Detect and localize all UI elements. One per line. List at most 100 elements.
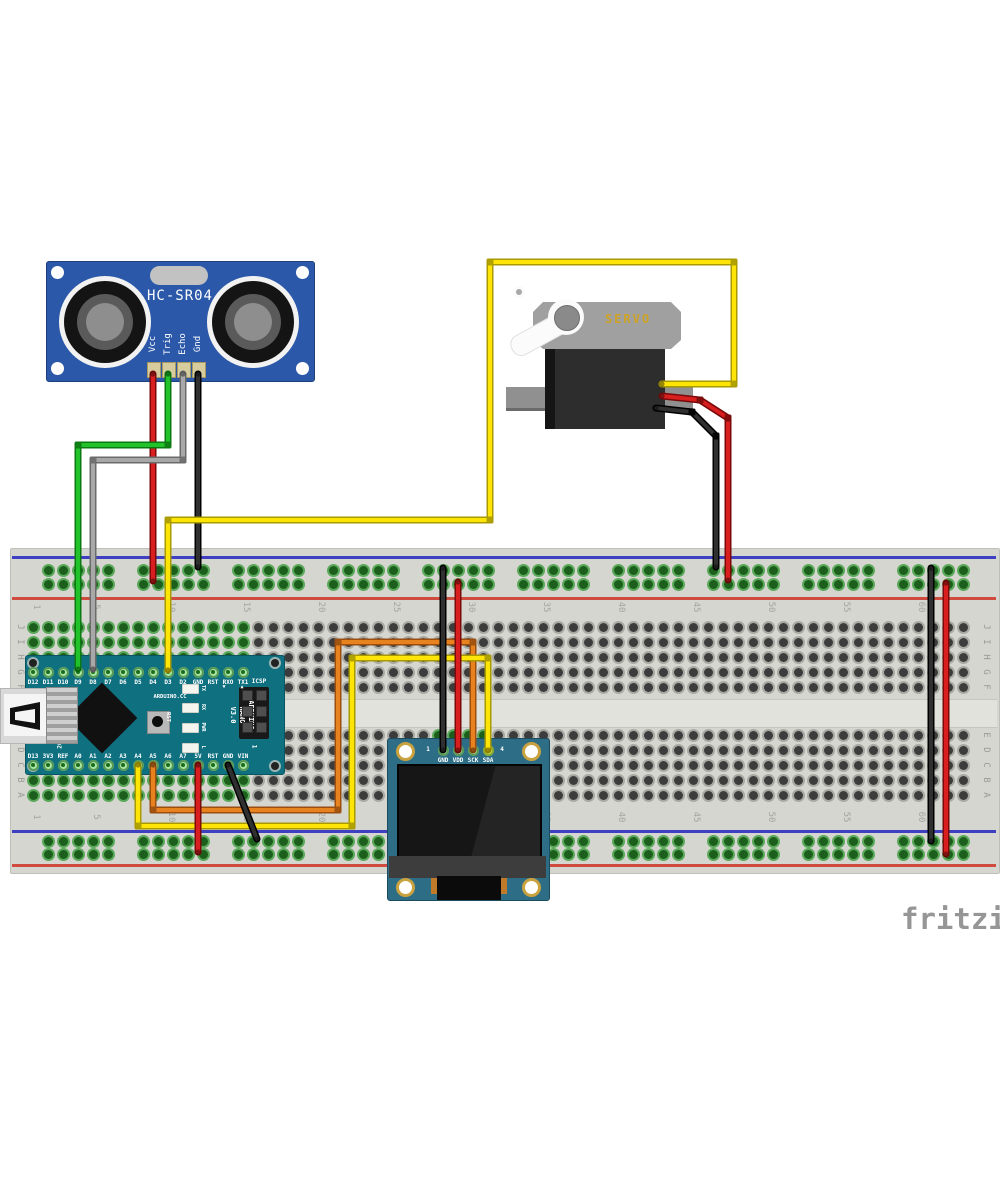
breadboard-hole	[898, 637, 908, 647]
hcsr04-mount-hole	[51, 266, 64, 279]
breadboard-hole	[823, 775, 833, 785]
oled-pin-gnd[interactable]	[437, 744, 449, 756]
breadboard-hole	[643, 790, 653, 800]
breadboard-hole	[643, 730, 653, 740]
breadboard-hole	[658, 790, 668, 800]
rail-hole	[848, 836, 858, 846]
breadboard-hole	[748, 775, 758, 785]
arduino-pin-d10[interactable]	[57, 666, 69, 678]
breadboard-hole	[808, 760, 818, 770]
rail-hole	[768, 836, 778, 846]
breadboard-hole	[658, 730, 668, 740]
oled-pin-label: VDD	[452, 757, 464, 764]
breadboard-hole	[868, 745, 878, 755]
breadboard-hole	[958, 622, 968, 632]
arduino-pin-d12[interactable]	[27, 666, 39, 678]
rail-hole	[103, 849, 113, 859]
rail-hole	[548, 836, 558, 846]
breadboard-hole	[643, 760, 653, 770]
breadboard-hole	[823, 745, 833, 755]
breadboard-hole	[763, 622, 773, 632]
breadboard-hole	[568, 775, 578, 785]
rail-hole	[578, 836, 588, 846]
rail-hole	[848, 849, 858, 859]
rail-hole	[103, 836, 113, 846]
breadboard-hole	[913, 790, 923, 800]
arduino-pin-3v3[interactable]	[42, 759, 54, 771]
breadboard-hole	[793, 760, 803, 770]
arduino-pin-a0[interactable]	[72, 759, 84, 771]
breadboard-hole	[913, 760, 923, 770]
breadboard-hole	[598, 745, 608, 755]
breadboard-hole	[778, 775, 788, 785]
breadboard-hole	[898, 652, 908, 662]
oled-pin-sck[interactable]	[467, 744, 479, 756]
breadboard-hole	[118, 775, 128, 785]
arduino-pin-a3[interactable]	[117, 759, 129, 771]
breadboard-hole	[508, 730, 518, 740]
arduino-pin-a2[interactable]	[102, 759, 114, 771]
breadboard-hole	[883, 790, 893, 800]
rail-hole	[43, 579, 53, 589]
breadboard-hole	[598, 790, 608, 800]
breadboard-hole	[583, 745, 593, 755]
breadboard-hole	[628, 730, 638, 740]
breadboard-hole	[838, 637, 848, 647]
rail-hole	[943, 565, 953, 575]
breadboard-hole	[853, 637, 863, 647]
oled-mount-hole	[396, 878, 415, 897]
rail-hole	[58, 836, 68, 846]
breadboard-hole	[28, 622, 38, 632]
oled-pin-label: SDA	[482, 757, 494, 764]
rail-hole	[233, 849, 243, 859]
oled-connector	[437, 876, 501, 900]
rail-hole	[58, 565, 68, 575]
oled-pin-sda[interactable]	[482, 744, 494, 756]
breadboard-hole	[658, 682, 668, 692]
breadboard-hole	[628, 775, 638, 785]
breadboard-hole	[733, 730, 743, 740]
arduino-pin-ref[interactable]	[57, 759, 69, 771]
transducer-center	[86, 303, 124, 341]
rail-hole	[88, 836, 98, 846]
breadboard-hole	[958, 745, 968, 755]
breadboard-hole	[838, 667, 848, 677]
rail-hole	[58, 849, 68, 859]
arduino-pin-d13[interactable]	[27, 759, 39, 771]
breadboard-hole	[808, 667, 818, 677]
rail-hole	[168, 836, 178, 846]
breadboard-hole	[688, 682, 698, 692]
oled-pin-label: SCK	[467, 757, 479, 764]
usb-connector-metal	[46, 687, 78, 744]
breadboard-hole	[793, 682, 803, 692]
breadboard-hole	[658, 775, 668, 785]
breadboard-hole	[688, 760, 698, 770]
rail-hole	[358, 836, 368, 846]
breadboard-hole	[838, 622, 848, 632]
rail-hole	[723, 849, 733, 859]
breadboard-hole	[898, 790, 908, 800]
breadboard-hole	[793, 622, 803, 632]
rail-hole	[183, 849, 193, 859]
oled-flex-band	[389, 856, 546, 878]
rail-hole	[768, 849, 778, 859]
breadboard-hole	[688, 745, 698, 755]
arduino-pin-d11[interactable]	[42, 666, 54, 678]
arduino-pin-a1[interactable]	[87, 759, 99, 771]
rail-hole	[958, 849, 968, 859]
breadboard-hole	[718, 745, 728, 755]
breadboard-hole	[898, 745, 908, 755]
breadboard-hole	[583, 682, 593, 692]
oled-pin-vdd[interactable]	[452, 744, 464, 756]
breadboard-hole	[748, 745, 758, 755]
breadboard-hole	[763, 730, 773, 740]
breadboard-hole	[703, 790, 713, 800]
rail-hole	[833, 849, 843, 859]
breadboard-hole	[508, 682, 518, 692]
breadboard-hole	[598, 730, 608, 740]
breadboard-hole	[868, 775, 878, 785]
breadboard-hole	[583, 775, 593, 785]
breadboard-hole	[568, 760, 578, 770]
